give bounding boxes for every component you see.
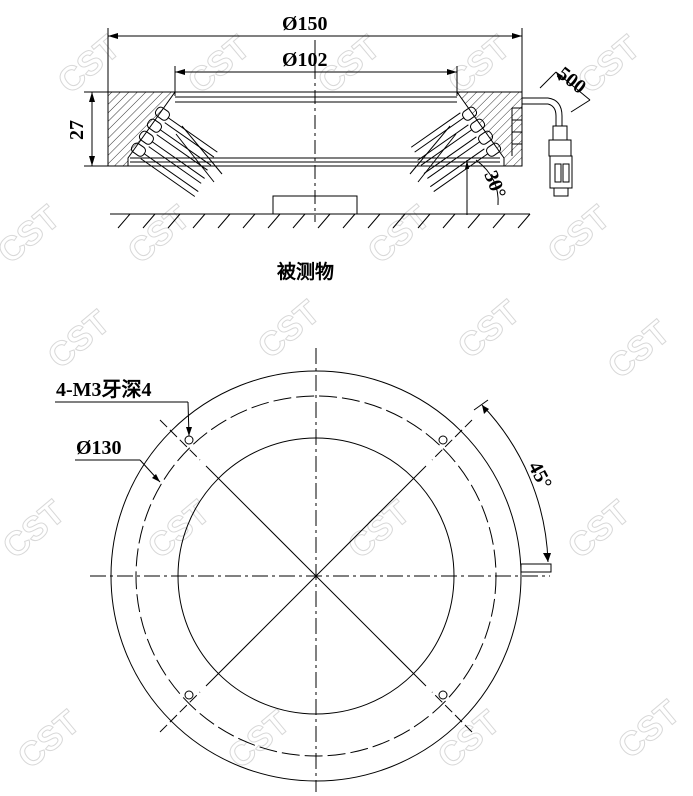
cable-stub [520,563,552,573]
pcd-label: Ø130 [76,437,122,459]
cable-connector [522,71,591,197]
watermark: CST [361,198,438,271]
watermark: CST [141,493,218,566]
watermark: CST [181,28,258,101]
outer-diameter-dimension [107,28,523,92]
angle-30-dimension [465,159,499,215]
inner-diameter-label: Ø102 [282,49,328,71]
watermark: CST [431,703,508,776]
watermark: CST [0,493,72,566]
pcd-leader [75,459,161,483]
side-angle-label: 30° [479,168,510,202]
right-section-hatch [456,91,523,167]
height-label: 27 [66,120,88,140]
watermark: CST [441,28,518,101]
watermark: CST [121,198,198,271]
watermark: CST [0,198,67,271]
left-section-hatch [107,91,176,167]
watermark: CST [51,28,128,101]
watermark: CST [451,293,528,366]
watermark: CST [601,313,678,386]
watermark: CST [541,198,618,271]
watermark: CST [561,493,638,566]
watermark: CST [611,693,688,766]
outer-diameter-label: Ø150 [282,13,328,35]
measured-object [110,195,531,229]
watermark: CST [341,493,418,566]
watermark: CST [41,303,118,376]
ring-housing [107,91,523,167]
top-view [55,348,552,792]
side-view [84,28,591,229]
angle-45-dimension [473,399,551,563]
object-label: 被测物 [277,260,334,283]
top-angle-label: 45° [524,458,557,493]
mount-hole [184,435,194,445]
watermark: CST [221,703,298,776]
mount-hole [184,690,194,700]
right-leds [409,106,502,193]
mount-hole [438,690,448,700]
mount-hole [438,435,448,445]
watermark: CST [11,703,88,776]
inner-diameter-dimension [174,66,458,96]
left-leds [130,106,223,197]
height-dimension [84,91,110,167]
hole-leader [55,401,192,437]
hole-spec-label: 4-M3牙深4 [56,378,152,401]
diagonal-center-line [205,465,427,687]
ground-hatch [117,213,531,229]
